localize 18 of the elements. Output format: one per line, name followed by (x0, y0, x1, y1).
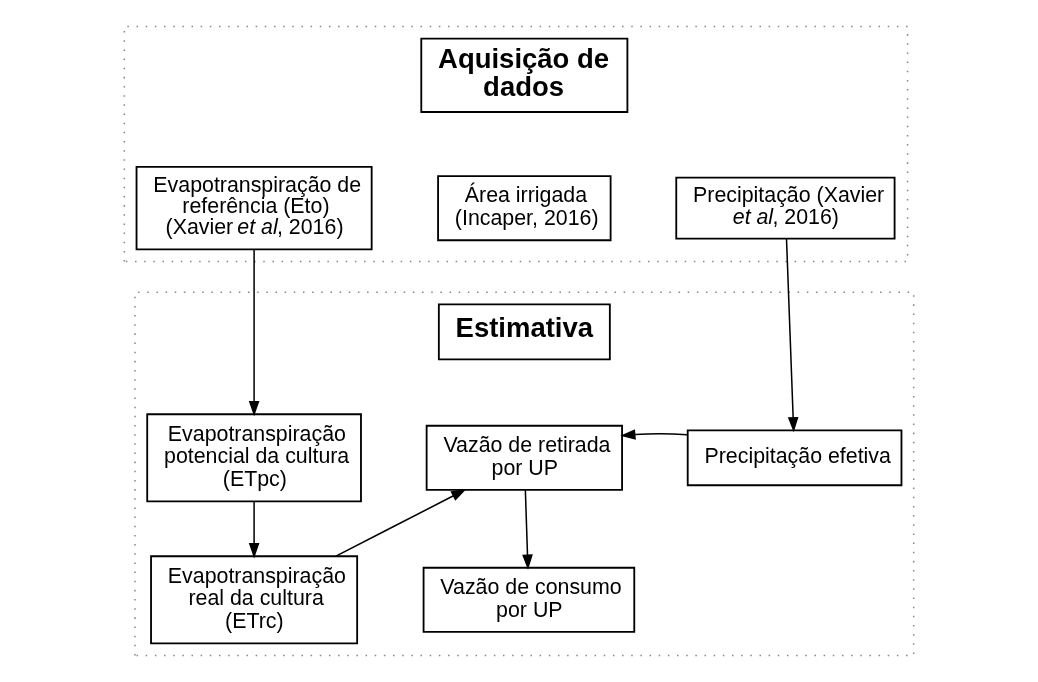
cluster (134, 291, 915, 657)
node-box: Área irrigada (Incaper, 2016) (437, 175, 612, 242)
node-box: Vazão de consumo por UP (422, 566, 636, 633)
arrow (248, 249, 260, 417)
node-box: Evapotranspiração potencial da cultura (ETpc) (146, 413, 362, 503)
node-box: Evapotranspiração de referência (Eto) (Xavier et al, 2016) (135, 166, 373, 251)
arrow (335, 489, 467, 557)
node-box: Evapotranspiração real da cultura (ETrc) (150, 555, 359, 645)
arrow (248, 501, 260, 559)
arrow (522, 489, 533, 570)
arrow (620, 429, 688, 440)
node-box: Precipitação efetiva (686, 429, 903, 487)
node-box: Aquisição de dados (420, 37, 629, 113)
node-box: Precipitação (Xavier et al, 2016) (675, 176, 896, 240)
arrow (785, 238, 799, 433)
node-box: Vazão de retirada por UP (425, 424, 623, 491)
cluster (123, 25, 909, 263)
node-box: Estimativa (437, 303, 611, 361)
